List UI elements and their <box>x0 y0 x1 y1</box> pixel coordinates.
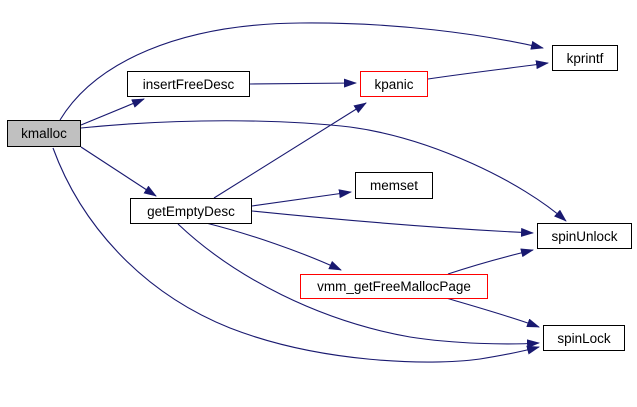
edge-getEmptyDesc-to-spinLock <box>177 223 540 349</box>
edge-vmm_getFreeMallocPage-to-spinUnlock <box>447 248 534 275</box>
edge-getEmptyDesc-to-spinUnlock <box>251 210 534 237</box>
node-kpanic[interactable]: kpanic <box>360 71 428 97</box>
node-memset[interactable]: memset <box>355 172 433 199</box>
node-label: kpanic <box>374 76 414 92</box>
node-label: getEmptyDesc <box>147 203 235 219</box>
node-label: memset <box>369 178 418 193</box>
node-label: spinUnlock <box>551 228 618 244</box>
edge-getEmptyDesc-to-kpanic <box>213 102 367 199</box>
edge-kmalloc-to-insertFreeDesc <box>80 98 145 126</box>
node-spinlock[interactable]: spinLock <box>543 325 625 351</box>
edge-kpanic-to-kprintf <box>427 60 549 80</box>
node-vmm-getfreemallocpage[interactable]: vmm_getFreeMallocPage <box>300 274 488 299</box>
node-label: kmalloc <box>21 126 67 141</box>
node-getemptydesc[interactable]: getEmptyDesc <box>130 198 252 224</box>
node-label: kprintf <box>566 50 604 66</box>
edge-kmalloc-to-spinLock <box>52 147 540 363</box>
node-label: insertFreeDesc <box>142 76 235 92</box>
edge-kmalloc-to-getEmptyDesc <box>80 146 157 197</box>
edge-insertFreeDesc-to-kpanic <box>249 78 357 88</box>
edge-vmm_getFreeMallocPage-to-spinLock <box>445 297 540 328</box>
edge-kmalloc-to-spinUnlock <box>80 120 567 222</box>
node-kmalloc[interactable]: kmalloc <box>7 120 81 147</box>
node-label: spinLock <box>557 330 611 346</box>
node-label: vmm_getFreeMallocPage <box>317 279 471 294</box>
edge-getEmptyDesc-to-vmm_getFreeMallocPage <box>205 222 342 271</box>
node-spinunlock[interactable]: spinUnlock <box>537 223 632 249</box>
edge-getEmptyDesc-to-memset <box>251 189 352 207</box>
edge-kmalloc-to-kprintf <box>59 22 544 121</box>
node-kprintf[interactable]: kprintf <box>552 45 618 71</box>
node-insertfreedesc[interactable]: insertFreeDesc <box>127 71 250 97</box>
